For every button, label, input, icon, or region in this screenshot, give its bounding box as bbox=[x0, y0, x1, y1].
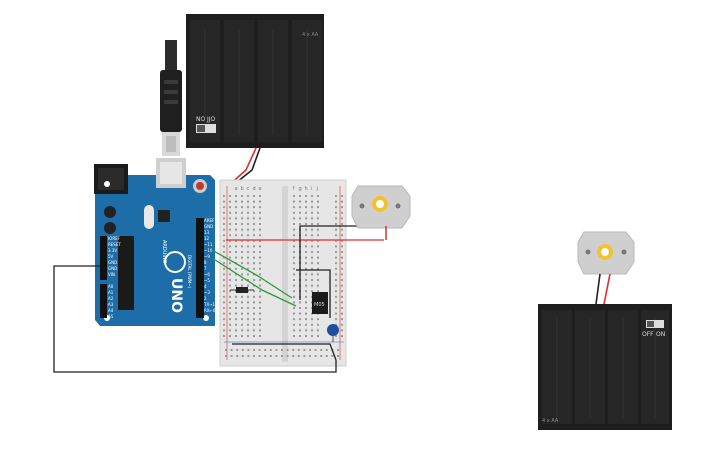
battery2-switch-on-label: ON bbox=[656, 331, 665, 338]
arduino-digital-pin-label: ~3 bbox=[204, 290, 210, 295]
arduino-digital-label: DIGITAL (PWM~) bbox=[187, 255, 192, 289]
arduino-digital-pin-label: ~6 bbox=[204, 272, 210, 277]
usb-cable[interactable] bbox=[160, 40, 182, 156]
breadboard[interactable] bbox=[219, 179, 347, 367]
arduino-power-pin-label: GND bbox=[108, 266, 117, 271]
green-signal-wire-1 bbox=[211, 249, 293, 299]
dc-motor-1[interactable] bbox=[351, 185, 411, 229]
arduino-digital-pin-label: AREF bbox=[204, 218, 215, 223]
arduino-power-pin-label: RESET bbox=[108, 242, 121, 247]
breadboard-column-letter: j bbox=[316, 186, 318, 192]
breadboard-column-letter: i bbox=[311, 186, 312, 192]
arduino-power-pin-label: 5V bbox=[108, 254, 114, 259]
arduino-power-pin-label: 3.3V bbox=[108, 248, 117, 253]
arduino-digital-pin-label: TX→1 bbox=[203, 302, 216, 307]
arduino-power-pin-label: GND bbox=[108, 260, 117, 265]
arduino-digital-pin-label: ~10 bbox=[204, 248, 213, 253]
breadboard-column-letter: f bbox=[293, 186, 295, 192]
capacitor[interactable] bbox=[327, 324, 339, 342]
battery1-switch-left-label: NO bbox=[196, 116, 205, 123]
breadboard-column-letter: e bbox=[259, 186, 262, 192]
arduino-model-label: UNO bbox=[168, 278, 184, 313]
arduino-digital-pin-label: 8 bbox=[204, 260, 207, 265]
motor2-red-lead bbox=[603, 273, 611, 305]
breadboard-black-wire-b bbox=[296, 269, 331, 318]
breadboard-column-letter: b bbox=[241, 186, 244, 192]
arduino-analog-pin-label: A3 bbox=[108, 302, 114, 307]
arduino-uno-board[interactable]: UNO ARDUINO DIGITAL (PWM~) bbox=[94, 158, 215, 326]
arduino-analog-pin-label: A5 bbox=[108, 314, 114, 319]
motor-driver-chip[interactable]: M05 bbox=[312, 292, 328, 314]
arduino-digital-pin-label: ~11 bbox=[204, 242, 213, 247]
arduino-digital-pin-label: 7 bbox=[204, 266, 207, 271]
breadboard-column-letter: c bbox=[247, 186, 250, 192]
arduino-analog-pin-label: A2 bbox=[108, 296, 114, 301]
breadboard-column-letter: a bbox=[235, 186, 238, 192]
arduino-analog-pin-label: A1 bbox=[108, 290, 114, 295]
resistor[interactable] bbox=[230, 287, 254, 293]
breadboard-holes bbox=[223, 195, 343, 357]
chip-label: M05 bbox=[314, 302, 325, 308]
arduino-ground-loop-wire bbox=[53, 265, 337, 373]
battery-pack-2[interactable]: OFF ON 4 x AA bbox=[538, 304, 672, 430]
battery1-switch-right-label: JJO bbox=[206, 116, 216, 123]
breadboard-column-letter: h bbox=[305, 186, 308, 192]
breadboard-column-letter: d bbox=[253, 186, 256, 192]
arduino-digital-pin-label: ~9 bbox=[204, 254, 210, 259]
dc-motor-2[interactable] bbox=[577, 231, 635, 275]
green-signal-wire-2 bbox=[211, 257, 297, 307]
arduino-digital-pin-label: GND bbox=[204, 224, 213, 229]
battery-pack-1[interactable]: NO JJO 4 x AA bbox=[186, 14, 324, 148]
arduino-digital-pin-label: RX←0 bbox=[204, 308, 216, 313]
arduino-brand-label: ARDUINO bbox=[161, 240, 167, 264]
arduino-analog-pin-label: A0 bbox=[108, 284, 114, 289]
arduino-digital-pin-label: 2 bbox=[204, 296, 207, 301]
arduino-digital-pin-label: 4 bbox=[204, 284, 207, 289]
arduino-power-pin-label: IOREF bbox=[108, 236, 121, 241]
motor2-black-lead bbox=[595, 273, 601, 305]
battery2-capacity-label: 4 x AA bbox=[542, 418, 559, 424]
arduino-digital-pin-label: ~5 bbox=[204, 278, 210, 283]
battery2-switch-off-label: OFF bbox=[642, 331, 654, 338]
battery1-capacity-label: 4 x AA bbox=[302, 32, 319, 38]
arduino-power-pin-label: VIN bbox=[108, 272, 115, 277]
breadboard-column-letter: g bbox=[299, 186, 302, 192]
arduino-digital-pin-label: 13 bbox=[204, 230, 210, 235]
arduino-analog-pin-label: A4 bbox=[108, 308, 114, 313]
breadboard-black-wire-a bbox=[299, 225, 380, 300]
arduino-digital-pin-label: 12 bbox=[204, 236, 210, 241]
breadboard-black-bottom-wire bbox=[232, 343, 337, 361]
